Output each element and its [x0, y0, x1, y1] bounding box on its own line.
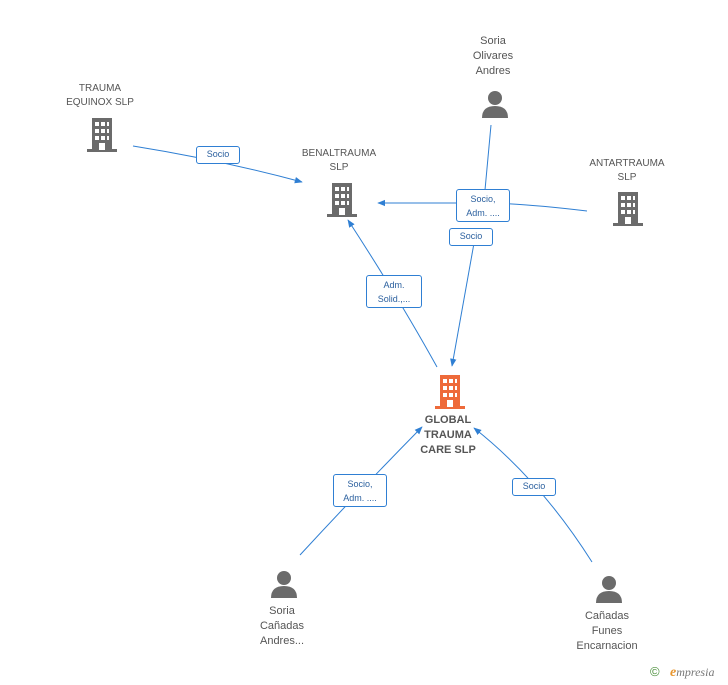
brand-logo: empresia [670, 665, 714, 681]
building-icon-main[interactable] [435, 375, 465, 409]
node-label-global-trauma[interactable]: GLOBAL TRAUMA CARE SLP [420, 414, 476, 456]
edge-olivares-benaltrauma [484, 124, 492, 191]
edge-label-global-benaltrauma[interactable]: Adm. Solid.,... [366, 275, 422, 308]
copyright-symbol: © [650, 664, 660, 679]
node-label-antartrauma[interactable]: ANTARTRAUMA SLP [589, 158, 665, 183]
node-label-canadas-funes[interactable]: Cañadas Funes Encarnacion [576, 610, 638, 652]
node-label-benaltrauma[interactable]: BENALTRAUMA SLP [301, 148, 377, 173]
edge-label-olivares-global[interactable]: Socio [449, 228, 493, 246]
person-icon[interactable] [271, 571, 297, 598]
edge-label-canadasfunes-global[interactable]: Socio [512, 478, 556, 496]
edge-label-equinox-benaltrauma[interactable]: Socio [196, 146, 240, 164]
node-label-trauma-equinox[interactable]: TRAUMA EQUINOX SLP [66, 83, 134, 108]
node-label-soria-canadas[interactable]: Soria Cañadas Andres... [259, 605, 305, 647]
building-icon[interactable] [613, 192, 643, 226]
node-label-soria-olivares[interactable]: Soria Olivares Andres [472, 35, 514, 77]
person-icon[interactable] [482, 91, 508, 118]
brand-logo-initial: e [670, 665, 677, 680]
edge-label-olivares-benaltrauma[interactable]: Socio, Adm. .... [456, 189, 510, 222]
brand-logo-rest: mpresia [676, 665, 715, 679]
person-icon[interactable] [596, 576, 622, 603]
building-icon[interactable] [87, 118, 117, 152]
edge-olivares-global [450, 231, 477, 367]
edge-label-soriacanadas-global[interactable]: Socio, Adm. .... [333, 474, 387, 507]
building-icon[interactable] [327, 183, 357, 217]
